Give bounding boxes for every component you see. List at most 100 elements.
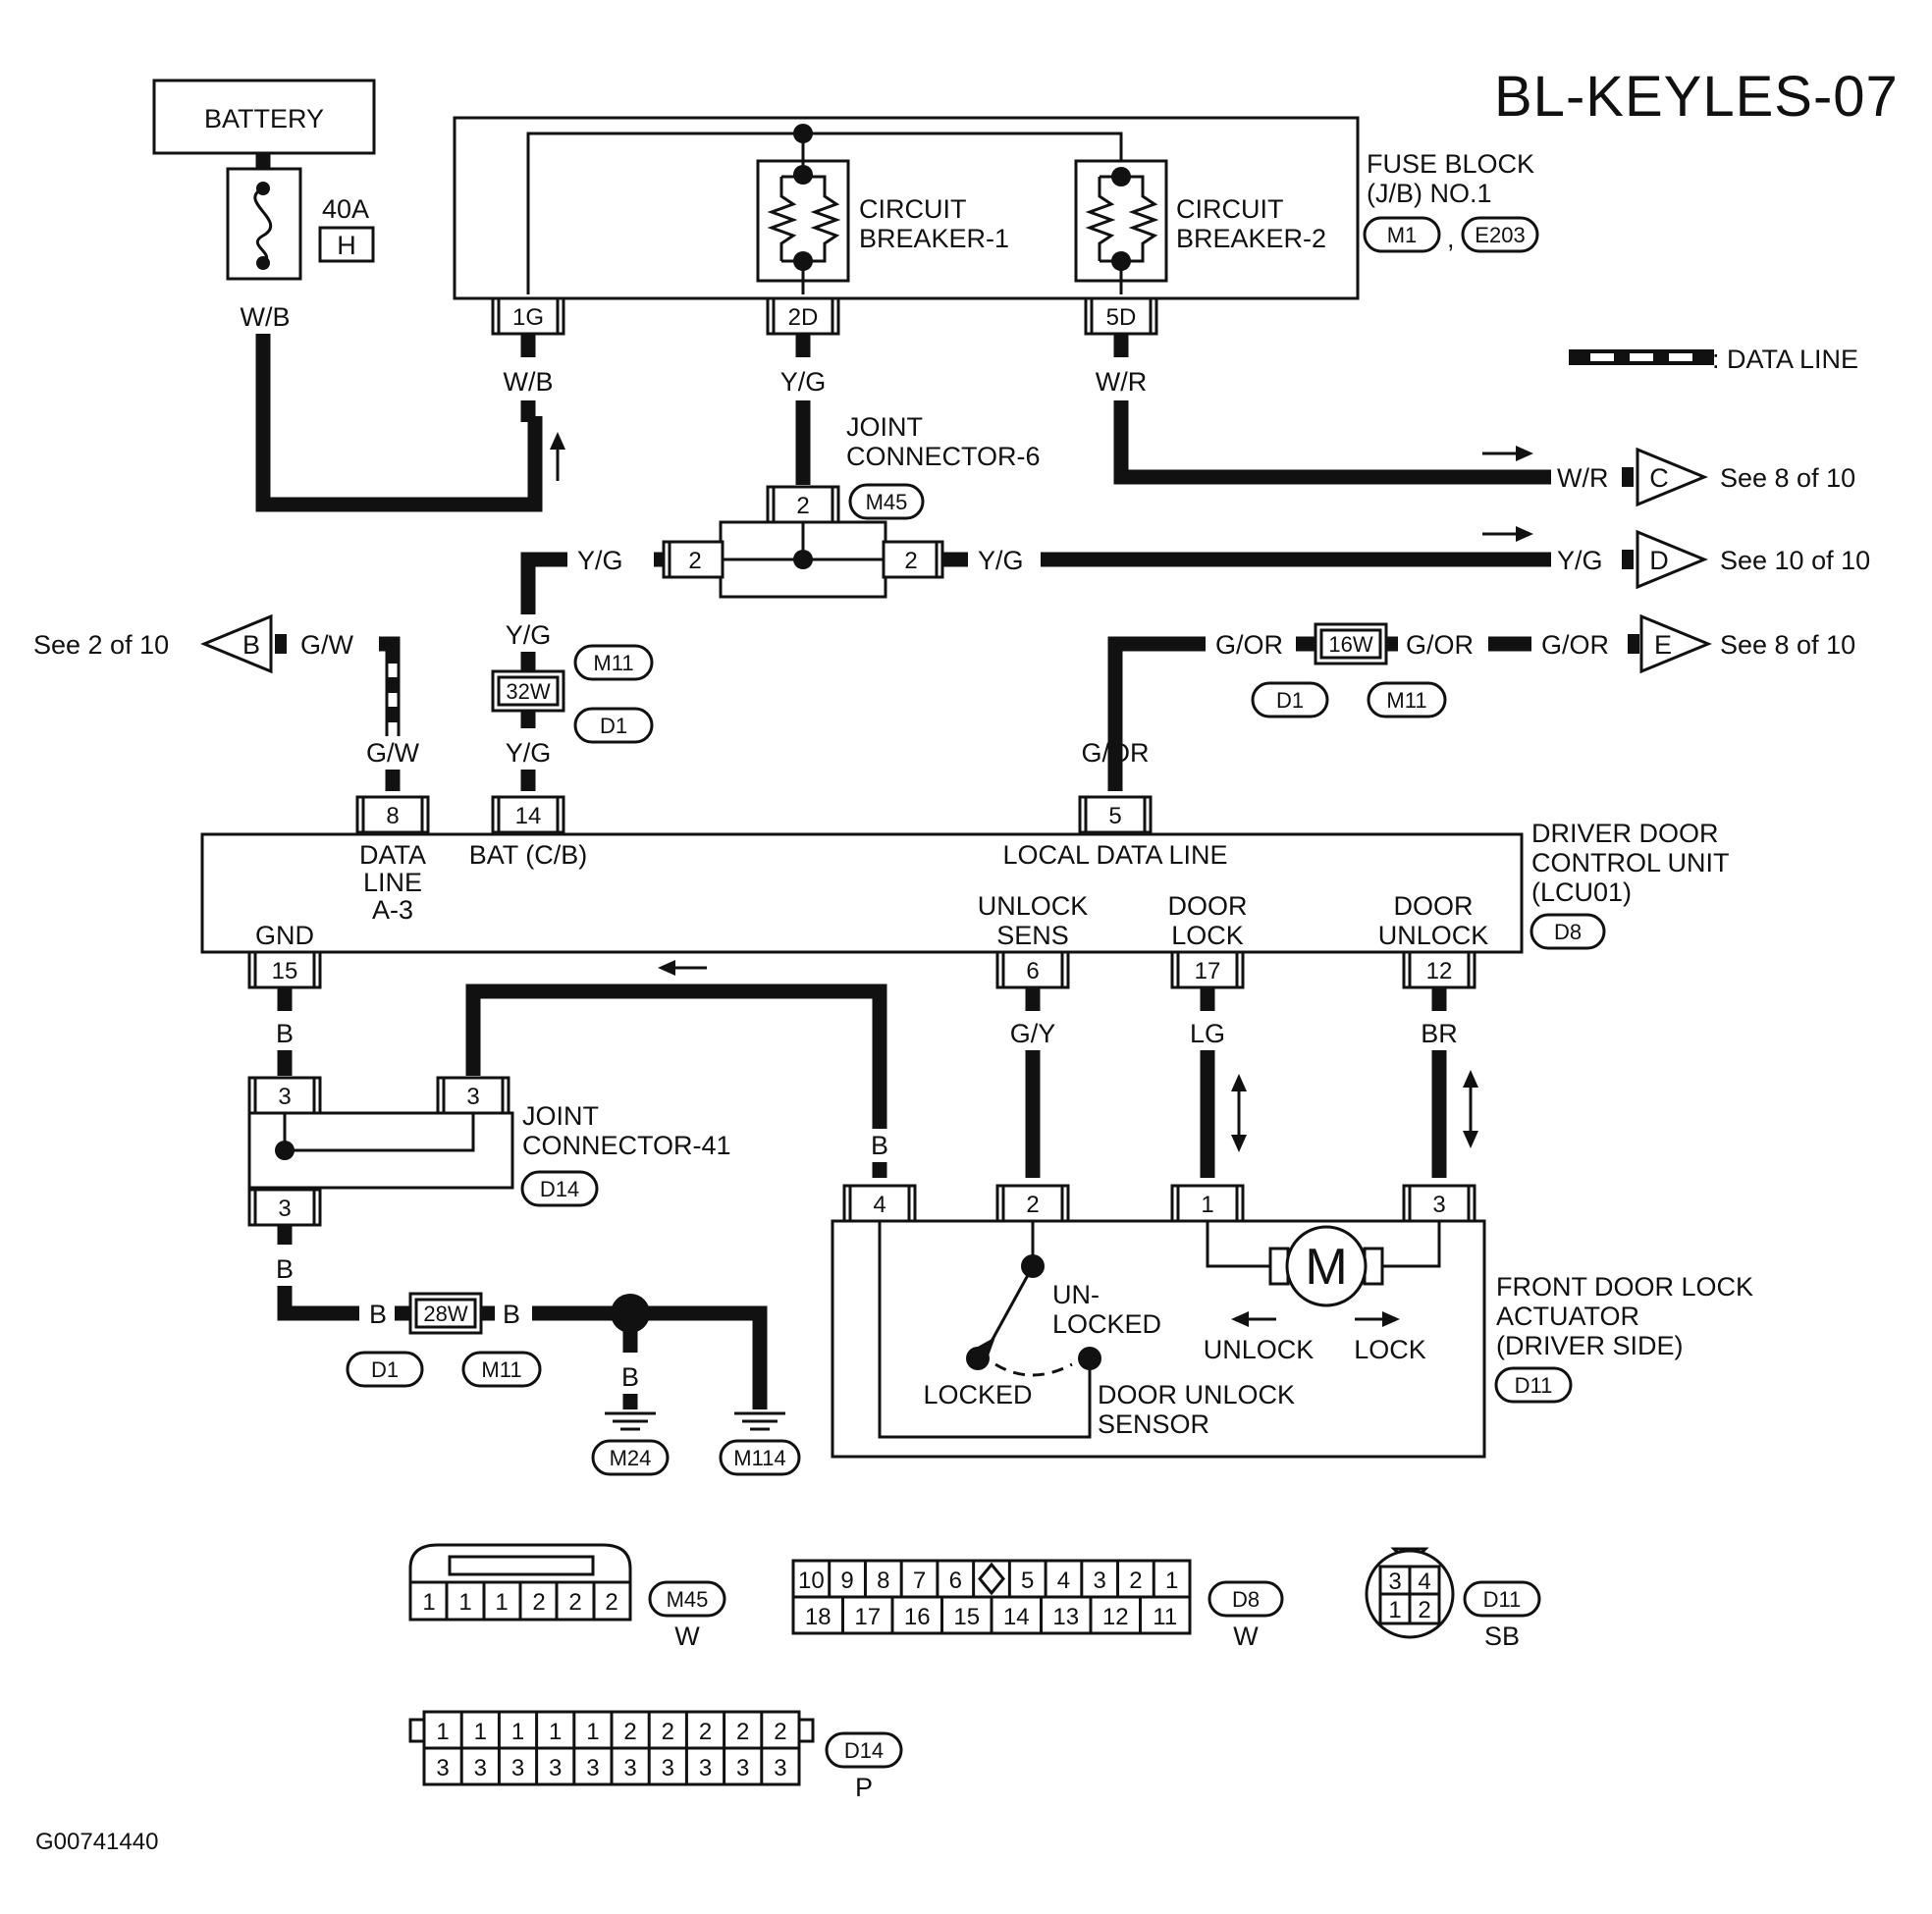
bidirectional-arrow-br-icon: [1463, 1070, 1478, 1148]
cu-door-unlock-1: DOOR: [1394, 891, 1474, 921]
act-pin-3-label: 3: [1432, 1192, 1445, 1218]
joint-connector-41-label-1: JOINT: [522, 1101, 599, 1131]
d8-row2-pin-3: 16: [904, 1604, 931, 1630]
d14-row2-pin-4: 3: [549, 1755, 562, 1781]
cu-pin-15-label: 15: [272, 958, 298, 984]
cu-label-1: DRIVER DOOR: [1531, 819, 1719, 848]
wire-pin12-color: BR: [1421, 1019, 1458, 1048]
act-pin-4: 4: [842, 1184, 917, 1223]
d8-face-code: D8: [1232, 1587, 1260, 1612]
cu-pin-6-label: 6: [1026, 958, 1039, 984]
connector-face-m45: 1 1 1 2 2 2 M45 W: [408, 1543, 726, 1651]
breaker-1-label-a: CIRCUIT: [859, 194, 967, 224]
current-arrow-right-2-icon: [1482, 526, 1533, 542]
d14-row1-pin-6: 2: [623, 1719, 636, 1745]
door-unlock-sensor-switch: [878, 1221, 1101, 1439]
current-arrow-left-icon: [658, 960, 707, 976]
cu-pin-17-label: 17: [1195, 958, 1221, 984]
joint-6-pin-right: 2: [882, 540, 944, 579]
fuse-block-label-1: FUSE BLOCK: [1367, 149, 1534, 179]
joint-6-pin-left: 2: [662, 540, 724, 579]
joint-6-pin-top-label: 2: [796, 493, 809, 519]
driver-door-control-unit: [200, 832, 1524, 954]
d11-pin-1: 1: [1388, 1597, 1401, 1623]
wire-28w-left-color: B: [369, 1300, 387, 1329]
joint-6-pin-left-label: 2: [688, 548, 701, 574]
switch-locked: LOCKED: [923, 1380, 1032, 1409]
connector-16w-label: 16W: [1328, 632, 1372, 657]
circuit-breaker-1: [756, 133, 850, 294]
data-line-wire: [379, 636, 401, 736]
data-line-legend-label: : DATA LINE: [1712, 345, 1858, 374]
ground-m114-wire: B: [751, 1362, 769, 1392]
fuse-block-label-2: (J/B) NO.1: [1367, 179, 1492, 208]
cu-data-line-1: DATA: [359, 840, 426, 870]
switch-unlocked-1: UN-: [1052, 1280, 1100, 1309]
offpage-d-wire: Y/G: [1557, 546, 1603, 575]
joint-41-pin-right-label: 3: [466, 1084, 479, 1110]
joint-41-pin-left: 3: [247, 1076, 322, 1115]
d14-row2-pin-7: 3: [662, 1755, 674, 1781]
wire-32w-lower-color: Y/G: [506, 738, 552, 768]
data-line-legend: : DATA LINE: [1569, 345, 1858, 374]
lock-direction-arrow-icon: [1355, 1311, 1400, 1327]
wire-1g-color: W/B: [504, 367, 554, 397]
wire-28w-right-color: B: [503, 1300, 520, 1329]
d11-face-code: D11: [1483, 1587, 1522, 1612]
d14-row2-pin-9: 3: [736, 1755, 749, 1781]
d8-row1-pin-7: 5: [1021, 1568, 1034, 1594]
fuse-rating: 40A: [322, 194, 369, 224]
connector-28w-label: 28W: [423, 1302, 467, 1326]
ground-m114-icon: [734, 1411, 785, 1431]
connector-32w-label: 32W: [506, 679, 550, 704]
act-pin-2: 2: [995, 1184, 1070, 1223]
d8-row1-pin-2: 9: [840, 1568, 853, 1594]
joint-41-connector-code: D14: [540, 1177, 579, 1201]
circuit-breaker-2: [1074, 159, 1168, 294]
d11-pin-2: 2: [1418, 1597, 1430, 1623]
d14-row1-pin-4: 1: [549, 1719, 562, 1745]
act-pin-2-label: 2: [1026, 1192, 1039, 1218]
ground-m114-code: M114: [733, 1446, 785, 1470]
m45-pin-6: 2: [605, 1589, 617, 1616]
offpage-c-letter: C: [1649, 463, 1669, 493]
sensor-label-1: DOOR UNLOCK: [1098, 1380, 1295, 1409]
cu-pin-8-label: 8: [386, 803, 399, 829]
m45-pin-4: 2: [532, 1589, 545, 1616]
connector-28w-code-d1: D1: [371, 1357, 399, 1382]
d8-row1-pin-1: 10: [798, 1568, 825, 1594]
d8-row1-pin-3: 8: [877, 1568, 889, 1594]
d8-row1-pin-9: 3: [1094, 1568, 1106, 1594]
fuse-block: CIRCUIT BREAKER-1 CIRCUIT BREAKER-2: [453, 116, 1360, 300]
wire-16w-left-color: G/OR: [1215, 630, 1283, 660]
d14-row1-pin-5: 1: [586, 1719, 599, 1745]
joint-6-pin-top: 2: [766, 485, 840, 524]
d8-face-color: W: [1233, 1622, 1259, 1651]
fuse-block-connector-m1: M1: [1387, 223, 1418, 247]
actuator-label-3: (DRIVER SIDE): [1496, 1331, 1684, 1360]
connector-16w-code-m11: M11: [1386, 688, 1426, 713]
d14-row2-pin-3: 3: [511, 1755, 524, 1781]
fuse-block-connector-e203: E203: [1475, 223, 1525, 247]
pin-2d: 2D: [766, 296, 840, 336]
ground-m24-code: M24: [610, 1446, 652, 1470]
m45-pin-5: 2: [568, 1589, 581, 1616]
joint-connector-6-label-1: JOINT: [846, 412, 923, 442]
m45-pin-1: 1: [422, 1589, 435, 1616]
d8-row2-pin-8: 11: [1153, 1604, 1177, 1630]
offpage-e-wire: G/OR: [1541, 630, 1609, 660]
joint-41-pin-bottom-label: 3: [278, 1196, 291, 1222]
cu-pin-17: 17: [1170, 950, 1245, 989]
offpage-b-ref: See 2 of 10: [33, 630, 169, 660]
offpage-e-connector: E: [1639, 613, 1712, 674]
motor-icon: M: [1206, 1221, 1441, 1307]
connector-32w: 32W: [491, 669, 565, 713]
d14-face-code: D14: [844, 1738, 884, 1763]
cu-pin-12: 12: [1402, 950, 1476, 989]
switch-unlocked-2: LOCKED: [1052, 1309, 1161, 1339]
fuse-letter: H: [337, 231, 356, 260]
d8-row2-pin-6: 13: [1052, 1604, 1079, 1630]
motor-lock-label: LOCK: [1354, 1335, 1426, 1364]
